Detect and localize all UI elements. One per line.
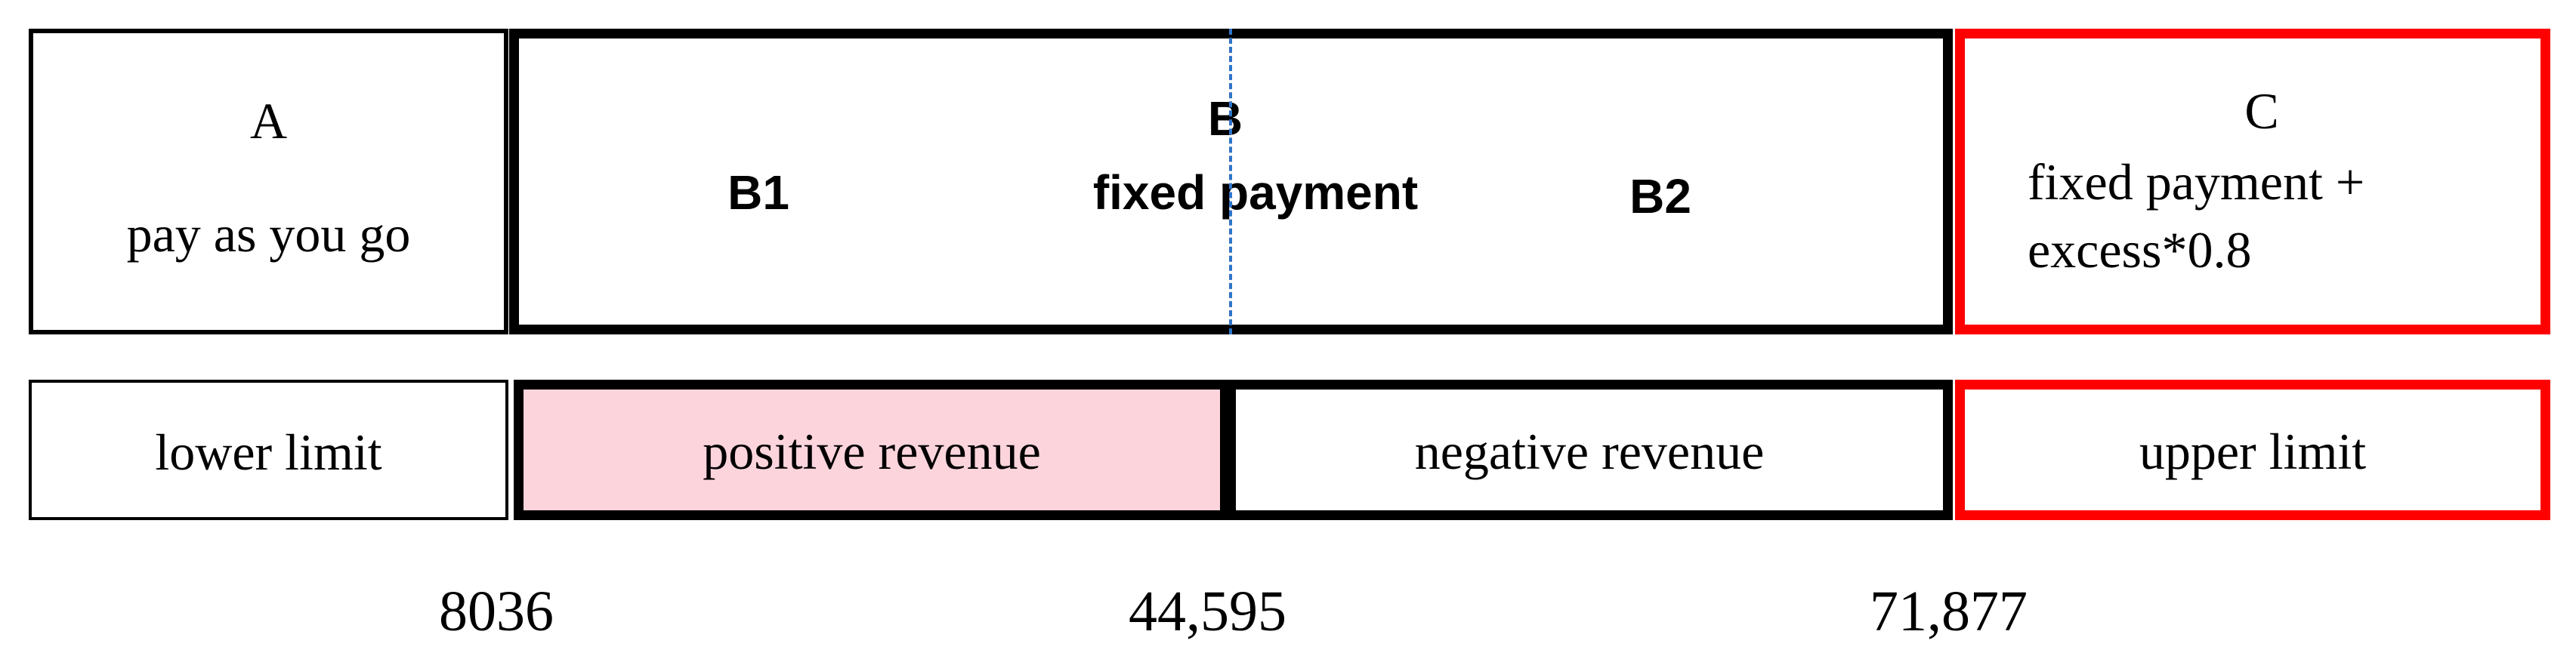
zone-b2-label: B2 [1629,169,1691,223]
zone-b1-label: B1 [727,165,789,220]
zone-c-box: C fixed payment + excess*0.8 [1955,29,2550,334]
threshold-upper: 71,877 [1870,580,2028,643]
zone-c-letter: C [2244,82,2279,140]
negative-revenue-box: negative revenue [1230,380,1953,520]
zone-c-description-line1: fixed payment + [2028,153,2365,211]
zone-b-letter: B [1207,91,1243,146]
zone-a-box: A pay as you go [29,29,508,334]
upper-limit-label: upper limit [2139,423,2367,480]
zone-c-description-line2: excess*0.8 [2028,221,2252,279]
upper-limit-box: upper limit [1955,380,2550,520]
zone-a-letter: A [249,92,288,149]
negative-revenue-label: negative revenue [1414,423,1765,480]
positive-revenue-box: positive revenue [514,380,1230,520]
b1-b2-divider-line [1229,29,1232,334]
lower-limit-label: lower limit [155,423,382,481]
zone-a-description: pay as you go [126,205,411,263]
threshold-lower: 8036 [439,580,554,643]
positive-revenue-label: positive revenue [703,423,1041,480]
zone-b-description: fixed payment [1092,165,1419,220]
lower-limit-box: lower limit [29,380,508,520]
threshold-middle: 44,595 [1129,580,1286,643]
